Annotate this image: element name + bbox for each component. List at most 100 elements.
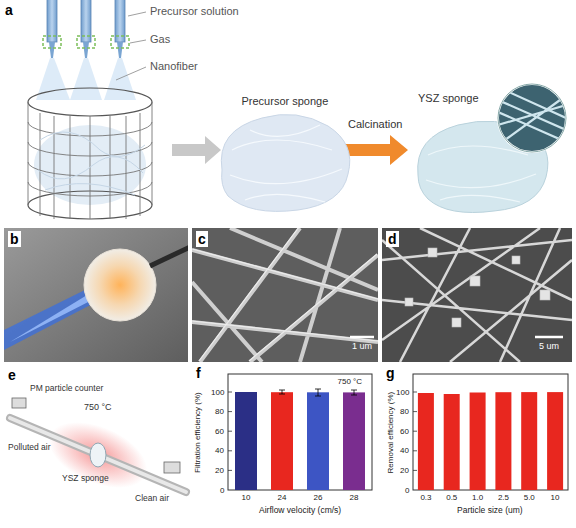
bar-chart <box>315 389 321 396</box>
bar-chart <box>413 411 417 412</box>
bar-chart <box>470 393 486 491</box>
filtration-setup <box>164 462 180 473</box>
flame-photo <box>84 249 156 321</box>
panel-letter: b <box>8 231 21 247</box>
stage-label: Precursor sponge <box>242 95 329 108</box>
electrospinning-illustration <box>77 36 95 48</box>
callout-label: Nanofiber <box>150 60 198 73</box>
callout-label: Gas <box>150 33 170 46</box>
tick-label: 2.5 <box>498 493 509 502</box>
precursor-sponge <box>230 125 342 202</box>
electrospinning-illustration <box>38 132 145 195</box>
panel-letter: g <box>384 365 397 381</box>
temperature-label: 750 °C <box>84 402 112 412</box>
bar-chart <box>521 392 537 490</box>
bar-chart <box>228 431 232 432</box>
sem-image <box>512 256 520 264</box>
sem-image <box>382 228 572 362</box>
panel-letter: c <box>196 231 208 247</box>
bar-chart <box>228 450 232 451</box>
bar-chart <box>413 470 417 471</box>
bar-chart <box>228 374 372 490</box>
electrospinning-illustration <box>111 36 129 48</box>
electrospinning-illustration <box>70 58 102 100</box>
flame-photo <box>150 246 188 266</box>
panel-letter: f <box>194 365 203 381</box>
axis-title: Filtration efficiency (%) <box>192 392 201 473</box>
scale-label: 5 um <box>539 341 559 351</box>
sem-image <box>192 228 378 362</box>
panel-letter: d <box>386 231 399 247</box>
flame-photo <box>4 228 188 362</box>
bar-chart <box>343 392 365 490</box>
filtration-setup <box>90 443 106 467</box>
bar-chart <box>228 392 232 470</box>
part-label: YSZ sponge <box>62 474 109 484</box>
step-label: Calcination <box>348 118 402 131</box>
bar-chart <box>413 392 417 470</box>
bar-chart <box>413 374 568 490</box>
process-arrow <box>172 136 221 164</box>
electrospinning-illustration <box>43 36 61 48</box>
tick-label: 20 <box>215 466 224 475</box>
bar-chart <box>351 390 357 395</box>
sem-image <box>382 228 572 362</box>
bar-chart <box>444 394 460 490</box>
bar-chart <box>279 390 285 394</box>
sem-image <box>540 290 550 300</box>
tick-label: 5.0 <box>524 493 535 502</box>
sem-image <box>452 318 461 327</box>
electrospinning-illustration <box>104 58 136 100</box>
precursor-sponge <box>221 114 349 211</box>
tick-label: 100 <box>396 388 409 397</box>
sem-image <box>382 228 572 362</box>
tick-label: 26 <box>314 493 323 502</box>
sem-image <box>192 228 378 362</box>
ysz-sponge <box>418 84 566 213</box>
electrospinning-illustration <box>128 12 146 16</box>
bar-chart <box>228 411 232 412</box>
sem-image <box>192 228 378 362</box>
bar-chart <box>228 470 232 471</box>
ysz-sponge <box>498 88 566 142</box>
tick-label: 100 <box>211 388 224 397</box>
electrospinning-illustration <box>28 102 152 219</box>
sem-image <box>405 298 413 306</box>
tick-label: 0.3 <box>420 493 431 502</box>
ysz-sponge <box>426 146 536 202</box>
bar-chart <box>413 374 568 490</box>
tick-label: 80 <box>215 407 224 416</box>
tick-label: 40 <box>215 446 224 455</box>
bar-chart <box>279 389 357 396</box>
ysz-sponge <box>498 84 566 152</box>
bar-chart <box>228 374 372 490</box>
sem-image <box>470 276 480 286</box>
precursor-sponge <box>221 114 349 211</box>
panel-letter: e <box>6 367 18 383</box>
filtration-setup <box>12 398 26 408</box>
tick-label: 20 <box>400 466 409 475</box>
ysz-sponge <box>498 88 566 142</box>
callout-label: Precursor solution <box>150 5 239 18</box>
tick-label: 0 <box>405 486 409 495</box>
flow-label: Clean air <box>135 494 169 504</box>
tick-label: 28 <box>350 493 359 502</box>
process-arrow <box>345 135 408 165</box>
tick-label: 0 <box>220 486 224 495</box>
scale-label: 1 um <box>352 341 372 351</box>
bar-chart <box>413 431 417 432</box>
electrospinning-illustration <box>130 40 146 43</box>
bar-chart <box>495 392 511 490</box>
flow-label: Polluted air <box>8 443 51 453</box>
electrospinning-illustration <box>83 42 89 58</box>
sem-image <box>428 248 437 257</box>
bar-chart <box>271 392 293 490</box>
axis-title: Removal efficiency (%) <box>386 391 395 473</box>
tick-label: 0.5 <box>446 493 457 502</box>
panel-letter: a <box>3 2 15 18</box>
tick-label: 24 <box>278 493 287 502</box>
electrospinning-illustration <box>117 42 123 58</box>
